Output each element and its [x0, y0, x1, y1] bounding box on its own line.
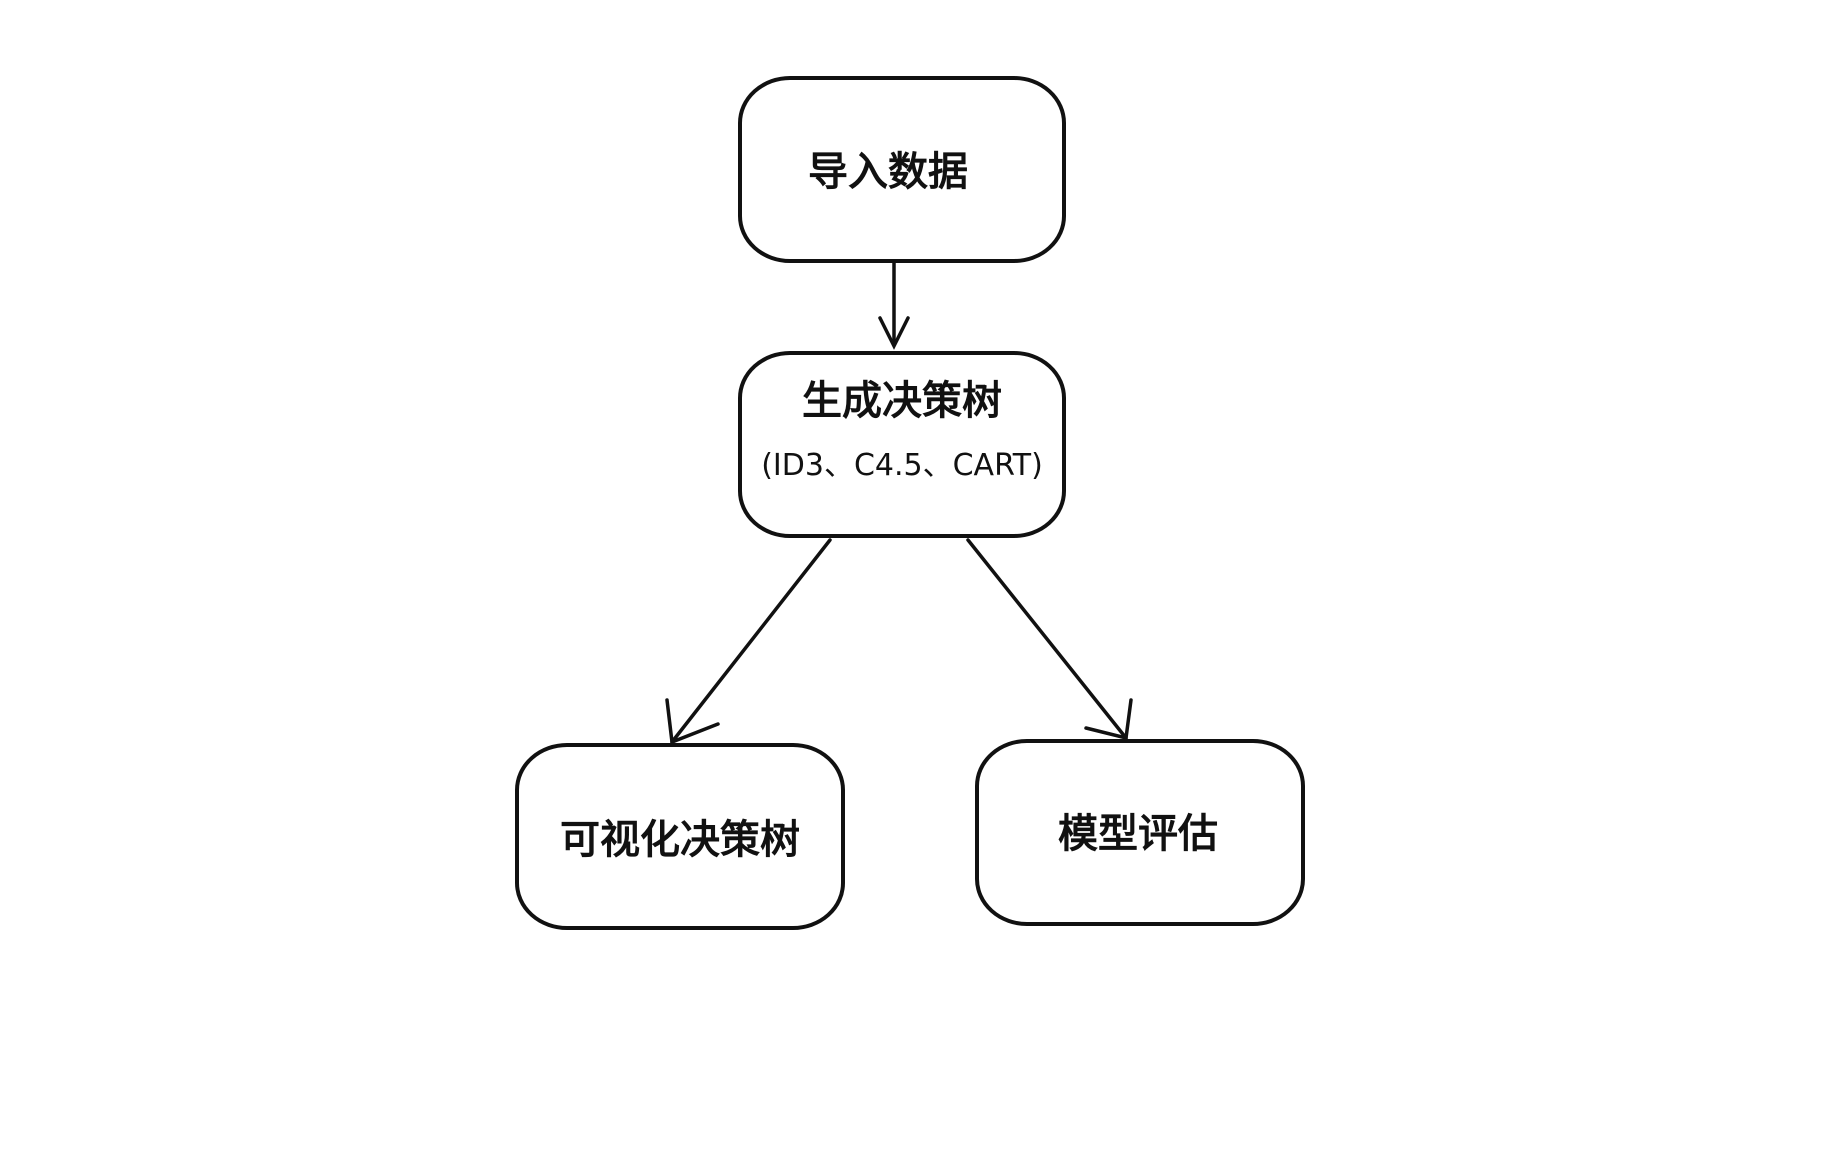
node-evaluate-model: 模型评估	[975, 739, 1305, 926]
node-box	[515, 743, 845, 930]
node-box	[738, 76, 1066, 263]
edge-generate-to-evaluate	[966, 538, 1133, 741]
node-label: 导入数据	[808, 149, 968, 195]
node-import-data: 导入数据	[738, 76, 1066, 263]
node-label: 模型评估	[1058, 811, 1218, 857]
node-visualize-tree: 可视化决策树	[515, 743, 845, 930]
edges	[665, 261, 1133, 745]
node-label: 生成决策树	[802, 378, 1002, 424]
edge-generate-to-visualize	[665, 538, 832, 745]
node-box	[738, 351, 1066, 538]
node-label: 可视化决策树	[560, 817, 800, 863]
node-generate-tree: 生成决策树 (ID3、C4.5、CART)	[738, 351, 1066, 538]
node-sublabel: (ID3、C4.5、CART)	[761, 448, 1043, 483]
node-box	[975, 739, 1305, 926]
edge-import-to-generate	[878, 261, 910, 350]
